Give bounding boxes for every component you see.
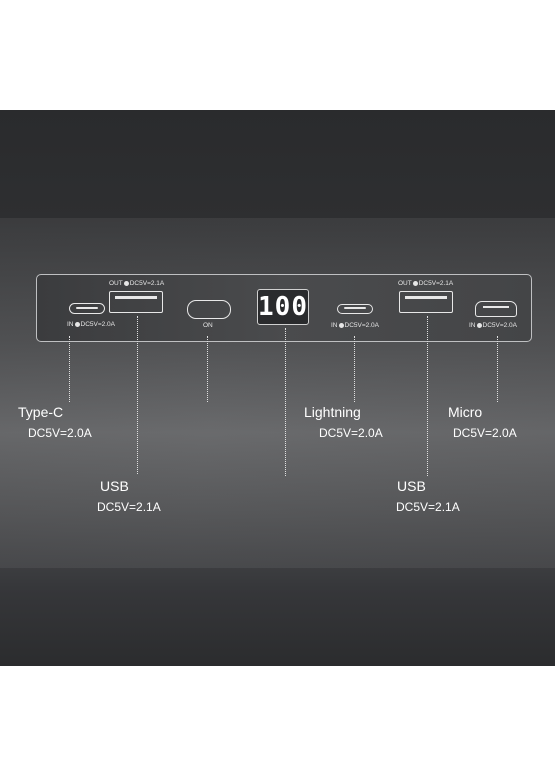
power-bank-side-panel: IN DC5V=2.0A OUT DC5V=2.1A ON 100 IN DC5V=2… [36, 274, 532, 342]
arrow-dot-icon [123, 280, 129, 286]
lightning-in-text: IN [331, 322, 338, 329]
typec-in-rating: DC5V=2.0A [80, 321, 116, 328]
micro-leader-line [497, 336, 498, 402]
usb-right-out-rating: DC5V=2.1A [418, 280, 454, 287]
usb-right-leader-line [427, 316, 428, 476]
button-leader-line [207, 336, 208, 402]
usb-right-caption: OUT DC5V=2.1A [398, 280, 453, 287]
lightning-spec: DC5V=2.0A [319, 426, 383, 440]
power-button-label: ON [203, 322, 213, 329]
usb-left-label: USB [100, 478, 129, 494]
usb-left-out-rating: DC5V=2.1A [129, 280, 165, 287]
usb-right-spec: DC5V=2.1A [396, 500, 460, 514]
micro-in-rating: DC5V=2.0A [482, 322, 518, 329]
usb-a-port-icon [399, 291, 453, 313]
typec-in-text: IN [67, 321, 74, 328]
micro-spec: DC5V=2.0A [453, 426, 517, 440]
typec-leader-line [69, 336, 70, 402]
battery-display: 100 [257, 289, 309, 325]
lightning-leader-line [354, 336, 355, 402]
arrow-dot-icon [476, 322, 482, 328]
usb-left-leader-line [137, 316, 138, 474]
micro-label: Micro [448, 404, 483, 420]
typec-port-caption: IN DC5V=2.0A [67, 321, 115, 328]
usb-right-out-text: OUT [398, 280, 412, 287]
typec-label: Type-C [18, 404, 64, 420]
usb-right-label: USB [397, 478, 426, 494]
micro-in-text: IN [469, 322, 476, 329]
usb-left-spec: DC5V=2.1A [97, 500, 161, 514]
typec-spec: DC5V=2.0A [28, 426, 92, 440]
lightning-port-icon [337, 304, 373, 314]
arrow-dot-icon [74, 321, 80, 327]
power-button[interactable] [187, 300, 231, 319]
usb-left-out-text: OUT [109, 280, 123, 287]
battery-percent: 100 [258, 292, 308, 322]
usb-a-port-icon [109, 291, 163, 313]
micro-port-caption: IN DC5V=2.0A [469, 322, 517, 329]
display-leader-line [285, 328, 286, 476]
arrow-dot-icon [338, 322, 344, 328]
lightning-label: Lightning [304, 404, 361, 420]
arrow-dot-icon [412, 280, 418, 286]
lightning-in-rating: DC5V=2.0A [344, 322, 380, 329]
usb-left-caption: OUT DC5V=2.1A [109, 280, 164, 287]
lightning-port-caption: IN DC5V=2.0A [331, 322, 379, 329]
product-panel: IN DC5V=2.0A OUT DC5V=2.1A ON 100 IN DC5V=2… [0, 110, 555, 666]
micro-usb-port-icon [475, 301, 517, 317]
typec-port-icon [69, 303, 105, 314]
highlight-band [0, 218, 555, 568]
